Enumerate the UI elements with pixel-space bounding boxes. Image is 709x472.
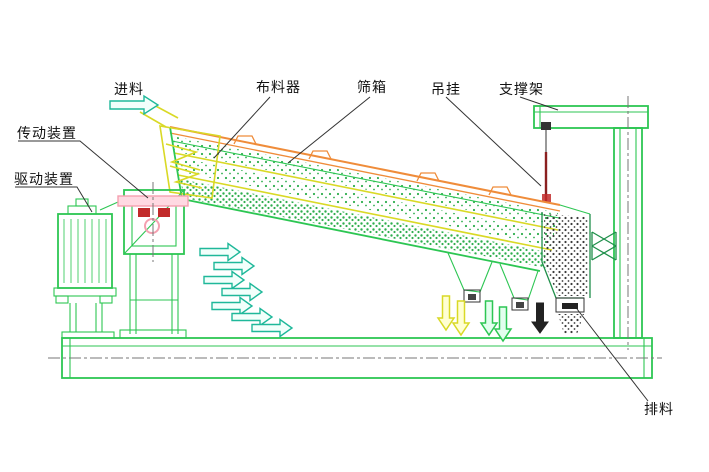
arrow-down-green-icon [493,306,513,343]
arrow-right-icon [251,318,294,338]
screen-box [169,126,617,334]
motor-fins-icon [63,219,107,283]
arrow-right-icon [213,256,256,276]
spring-mount [591,231,617,261]
transmission-stand [99,182,189,339]
label-feed: 进料 [114,81,144,97]
label-drive: 驱动装置 [14,171,74,187]
vibrator-icon [144,218,160,234]
mounting-lugs [233,135,512,196]
arrow-right-icon [203,270,246,290]
arrow-right-icon [199,242,242,262]
label-discharge: 排料 [644,401,674,417]
arrow-right-icon [211,296,254,316]
leader-lines [15,96,649,402]
label-screen-box: 筛箱 [357,79,387,95]
arrow-right-icon [109,94,160,116]
arrow-down-green-icon [479,300,499,337]
collection-chute [541,212,591,334]
arrow-down-yellow-icon [436,295,456,332]
hanger-rod [541,122,551,203]
drive-motor [53,198,117,339]
discharge-funnels [447,252,539,311]
arrow-right-icon [231,307,274,327]
base-frame [48,337,662,379]
support-frame [533,96,649,350]
arrow-right-icon [221,282,264,302]
label-support-frame: 支撑架 [499,81,544,97]
screen-deck-icon [177,174,553,251]
screen-deck-icon [173,152,559,231]
discharge-arrows [436,295,549,343]
arrow-down-black-icon [531,302,549,334]
label-transmission: 传动装置 [17,125,77,141]
arrow-down-yellow-icon [451,300,471,337]
flow-arrows [109,94,294,338]
label-distributor: 布料器 [256,79,301,95]
label-hanger: 吊挂 [431,81,461,97]
